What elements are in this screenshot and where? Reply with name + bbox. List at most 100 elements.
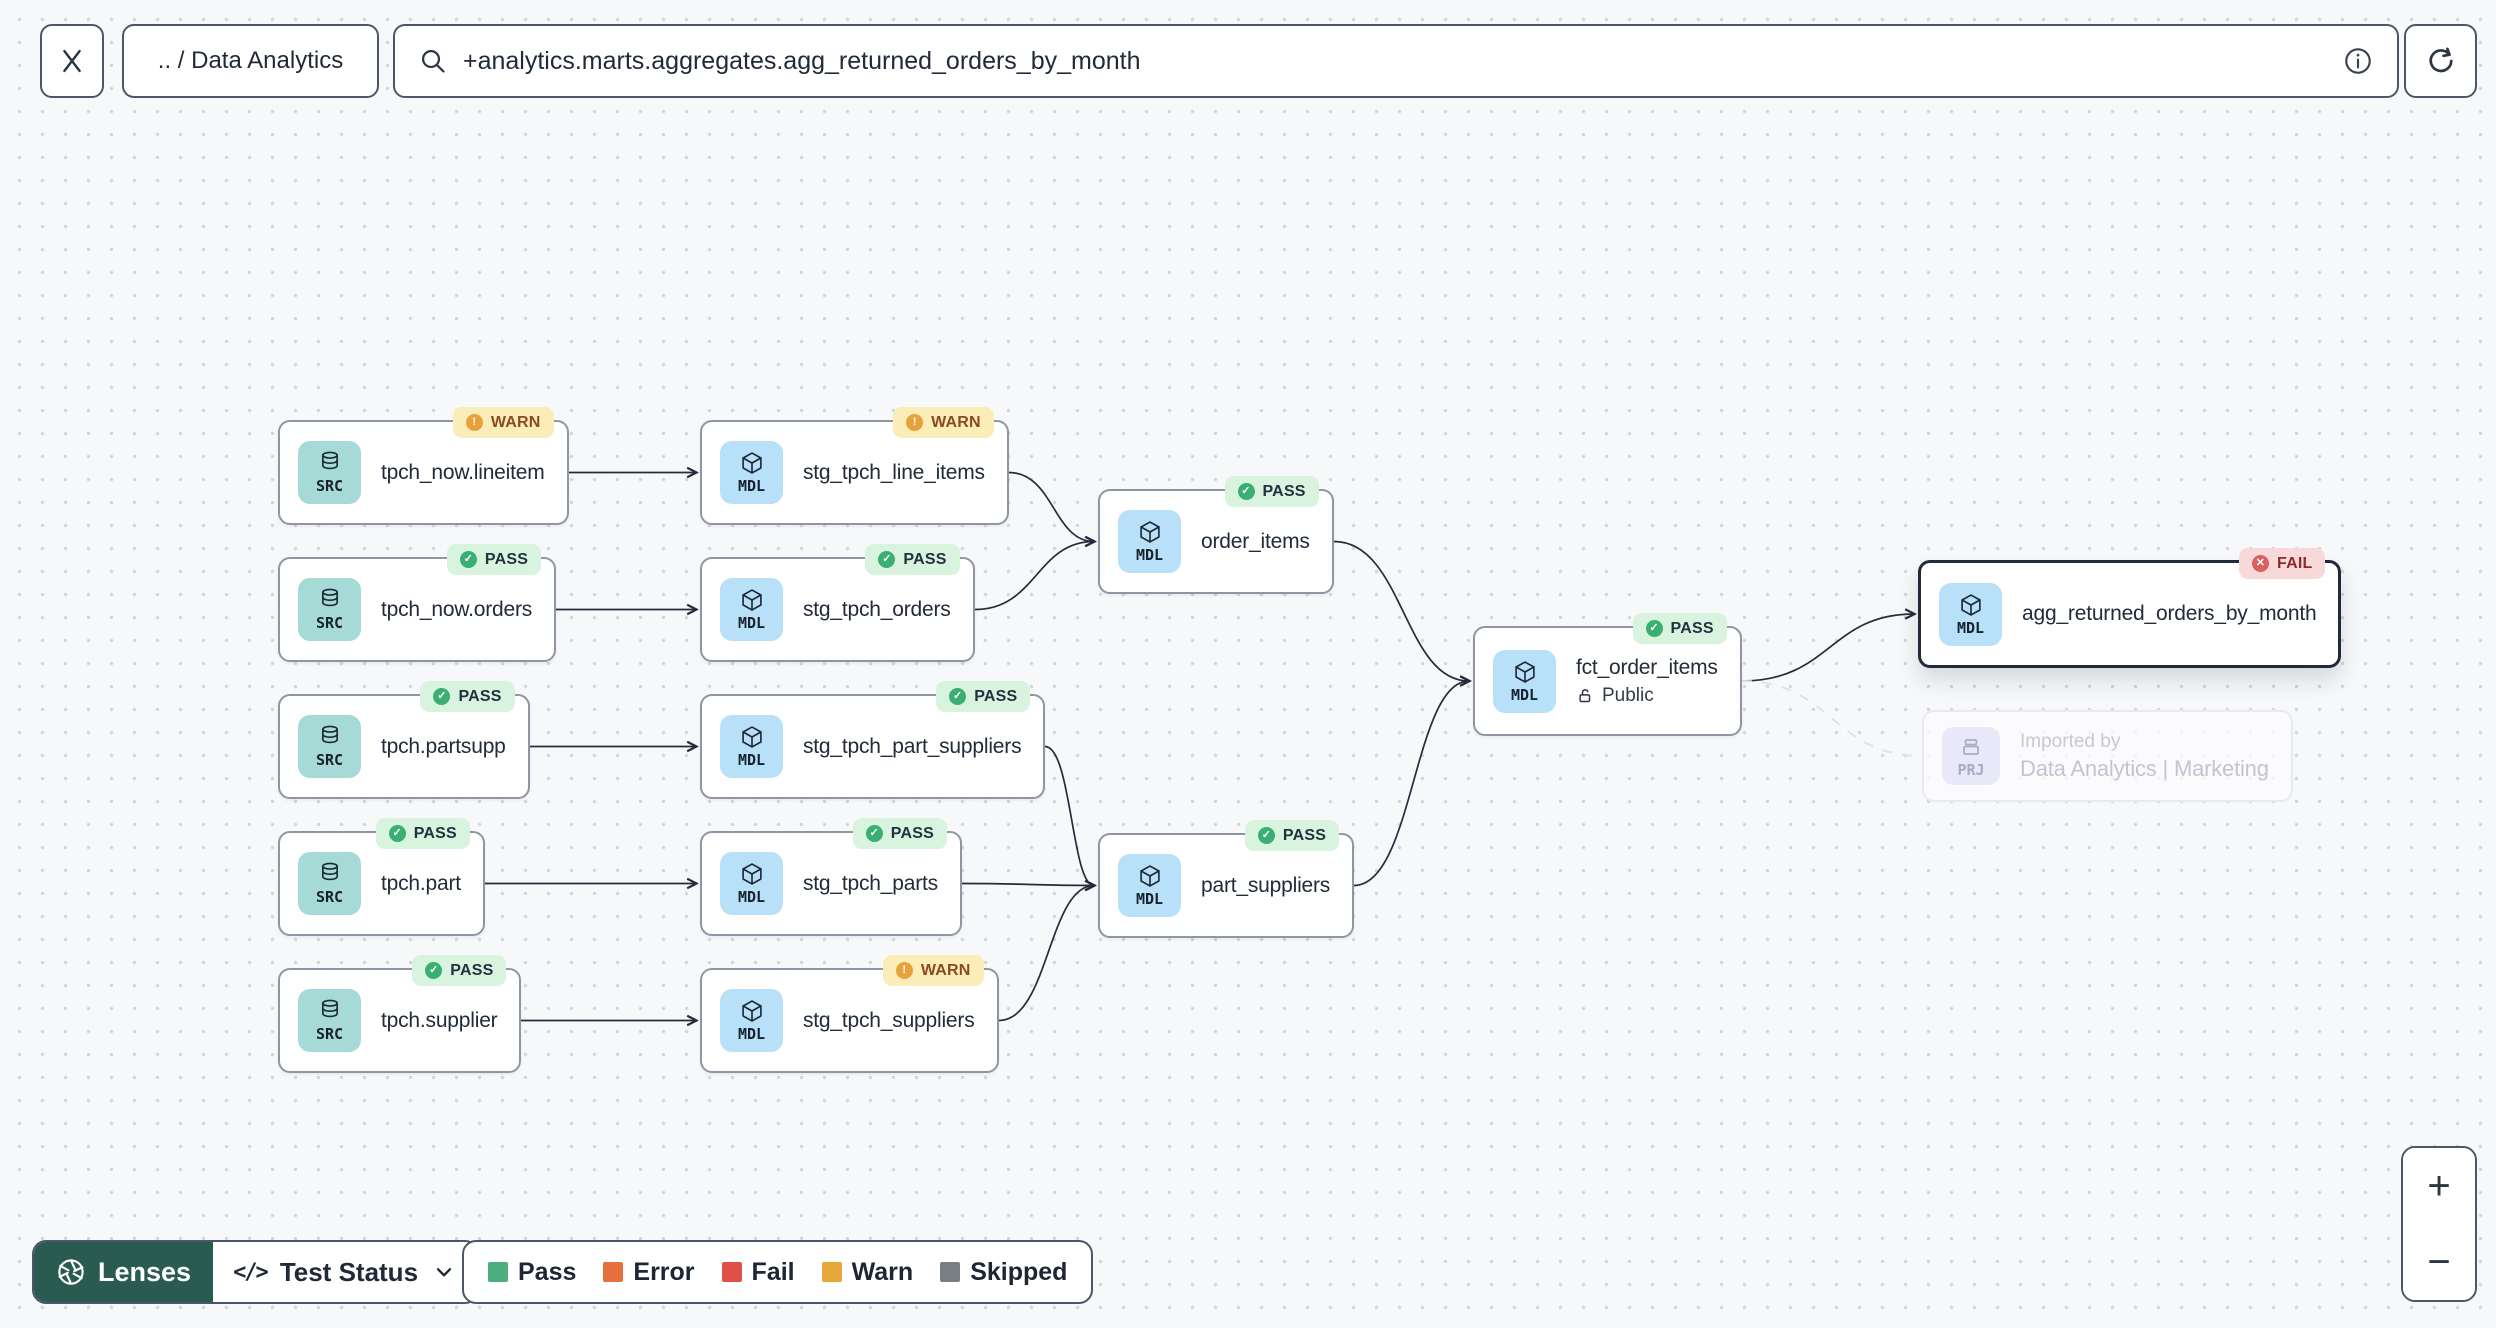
- node-stg_tpch_parts[interactable]: ✓PASS MDL stg_tpch_parts: [700, 818, 962, 936]
- cube-icon: [741, 726, 762, 748]
- node-stg_tpch_line_items[interactable]: !WARN MDL stg_tpch_line_items: [700, 407, 1009, 525]
- edge-fct_order_items-to-imported_by: [1741, 680, 1923, 757]
- node-part_suppliers[interactable]: ✓PASS MDL part_suppliers: [1098, 820, 1355, 938]
- status-badge-pass: ✓PASS: [852, 818, 947, 849]
- node-sublabel: Imported by: [2020, 730, 2121, 752]
- pass-status-icon: ✓: [1645, 620, 1663, 637]
- node-label: tpch.part: [381, 871, 461, 895]
- breadcrumb-button[interactable]: .. / Data Analytics: [122, 24, 379, 98]
- edge-stg_tpch_line_items-to-order_items: [1008, 471, 1094, 542]
- legend-swatch: [603, 1262, 624, 1282]
- resource-kind-label: MDL: [1956, 618, 1985, 637]
- node-label: stg_tpch_orders: [803, 597, 951, 621]
- edge-part_suppliers-to-fct_order_items: [1353, 681, 1469, 887]
- info-icon[interactable]: [2343, 46, 2373, 76]
- edge-stg_tpch_part_suppliers-to-part_suppliers: [1044, 745, 1094, 886]
- cube-icon: [1960, 593, 1981, 616]
- access-label: Public: [1602, 684, 1654, 706]
- search-bar[interactable]: [393, 24, 2399, 98]
- src-resource-icon: SRC: [298, 989, 361, 1052]
- chevron-down-icon: [436, 1268, 452, 1277]
- node-label: tpch.supplier: [381, 1008, 498, 1032]
- edge-fct_order_items-to-agg_returned_orders_by_month: [1741, 614, 1914, 682]
- src-resource-icon: SRC: [298, 852, 361, 915]
- pass-status-icon: ✓: [1237, 483, 1255, 500]
- status-badge-pass: ✓PASS: [1244, 820, 1340, 851]
- zoom-in-button[interactable]: +: [2403, 1148, 2475, 1224]
- node-label: part_suppliers: [1201, 873, 1331, 897]
- mdl-resource-icon: MDL: [720, 715, 783, 778]
- src-resource-icon: SRC: [298, 715, 361, 778]
- legend-label: Pass: [518, 1257, 577, 1286]
- resource-kind-label: MDL: [737, 888, 766, 906]
- node-label: stg_tpch_parts: [803, 871, 938, 895]
- node-label: tpch.partsupp: [381, 734, 506, 758]
- code-icon: </>: [233, 1259, 269, 1285]
- breadcrumb-label: .. / Data Analytics: [157, 47, 344, 74]
- zoom-controls: + −: [2401, 1146, 2477, 1302]
- legend-swatch: [721, 1262, 742, 1282]
- status-badge-pass: ✓PASS: [1632, 613, 1727, 644]
- lens-selector-button[interactable]: </> Test Status: [213, 1242, 478, 1302]
- src-resource-icon: SRC: [298, 578, 361, 641]
- legend-label: Fail: [751, 1257, 795, 1286]
- pass-status-icon: ✓: [1257, 827, 1275, 844]
- legend-label: Error: [633, 1257, 695, 1286]
- database-icon: [321, 999, 338, 1018]
- search-input[interactable]: [463, 46, 2327, 76]
- resource-kind-label: SRC: [315, 614, 344, 632]
- cube-icon: [1139, 521, 1160, 543]
- legend-swatch: [488, 1262, 508, 1282]
- mdl-resource-icon: MDL: [720, 578, 783, 641]
- edge-stg_tpch_parts-to-part_suppliers: [961, 884, 1094, 886]
- close-button[interactable]: [40, 24, 104, 98]
- node-label: agg_returned_orders_by_month: [2022, 602, 2317, 625]
- database-icon: [321, 725, 338, 744]
- cube-icon: [741, 863, 762, 885]
- node-label: stg_tpch_line_items: [803, 460, 985, 484]
- legend-item-skipped: Skipped: [940, 1258, 1067, 1287]
- status-badge-pass: ✓PASS: [412, 955, 507, 986]
- status-badge-pass: ✓PASS: [375, 818, 470, 849]
- status-badge-warn: !WARN: [893, 407, 994, 438]
- refresh-button[interactable]: [2404, 24, 2477, 98]
- node-label: stg_tpch_suppliers: [803, 1008, 975, 1032]
- zoom-out-button[interactable]: −: [2403, 1224, 2475, 1300]
- lens-control-group: Lenses </> Test Status: [32, 1240, 480, 1304]
- mdl-resource-icon: MDL: [720, 441, 783, 504]
- mdl-resource-icon: MDL: [720, 852, 783, 915]
- database-icon: [321, 451, 338, 470]
- pass-status-icon: ✓: [949, 688, 967, 705]
- node-tpch_part[interactable]: ✓PASS SRC tpch.part: [278, 818, 485, 936]
- node-label: fct_order_items: [1576, 655, 1718, 679]
- resource-kind-label: SRC: [315, 888, 344, 906]
- lenses-label: Lenses: [98, 1256, 192, 1287]
- resource-kind-label: MDL: [737, 1025, 766, 1043]
- node-label: tpch_now.orders: [381, 597, 533, 621]
- close-icon: [63, 49, 81, 73]
- resource-kind-label: MDL: [1135, 890, 1164, 908]
- resource-kind-label: SRC: [315, 1025, 344, 1043]
- lenses-button[interactable]: Lenses: [34, 1242, 214, 1302]
- src-resource-icon: SRC: [298, 441, 361, 504]
- resource-kind-label: PRJ: [1957, 760, 1985, 779]
- node-tpch_supplier[interactable]: ✓PASS SRC tpch.supplier: [278, 955, 522, 1073]
- cube-icon: [741, 452, 762, 474]
- mdl-resource-icon: MDL: [720, 989, 783, 1052]
- warn-status-icon: !: [465, 414, 483, 431]
- fail-status-icon: ✕: [2251, 555, 2269, 572]
- edge-stg_tpch_suppliers-to-part_suppliers: [998, 886, 1094, 1022]
